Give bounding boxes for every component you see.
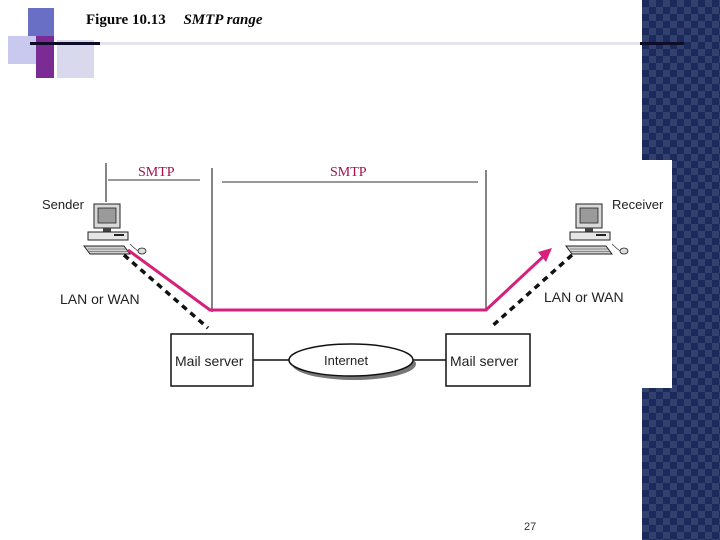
mail-server-label-left: Mail server: [175, 353, 244, 369]
decor-square: [36, 36, 54, 78]
internet-label: Internet: [324, 353, 368, 368]
smtp-path: [127, 248, 548, 312]
internet-oval: [288, 343, 414, 377]
decor-square: [28, 8, 56, 36]
decor-square: [54, 40, 94, 78]
figure-number: Figure 10.13: [86, 12, 166, 28]
page-number: 27: [524, 521, 537, 533]
mail-server-box: [445, 333, 531, 387]
mail-server-box: [170, 333, 254, 387]
title-rule-light: [100, 42, 640, 45]
lan-link: [122, 253, 210, 330]
slide-title: Figure 10.13 SMTP range: [86, 12, 263, 29]
mail-server-label-right: Mail server: [450, 353, 519, 369]
decor-line: [54, 0, 57, 80]
lan-link: [488, 253, 574, 330]
smtp-label-left: SMTP: [138, 165, 175, 180]
smtp-label-right: SMTP: [330, 165, 367, 180]
background-panel: [642, 0, 720, 540]
lan-label-right: LAN or WAN: [544, 289, 624, 305]
arrow-icon: [538, 248, 552, 262]
lan-label-left: LAN or WAN: [60, 291, 140, 307]
sender-label: Sender: [42, 197, 85, 212]
decor-square: [8, 36, 36, 64]
figure-caption: SMTP range: [183, 12, 263, 28]
receiver-label: Receiver: [612, 197, 664, 212]
